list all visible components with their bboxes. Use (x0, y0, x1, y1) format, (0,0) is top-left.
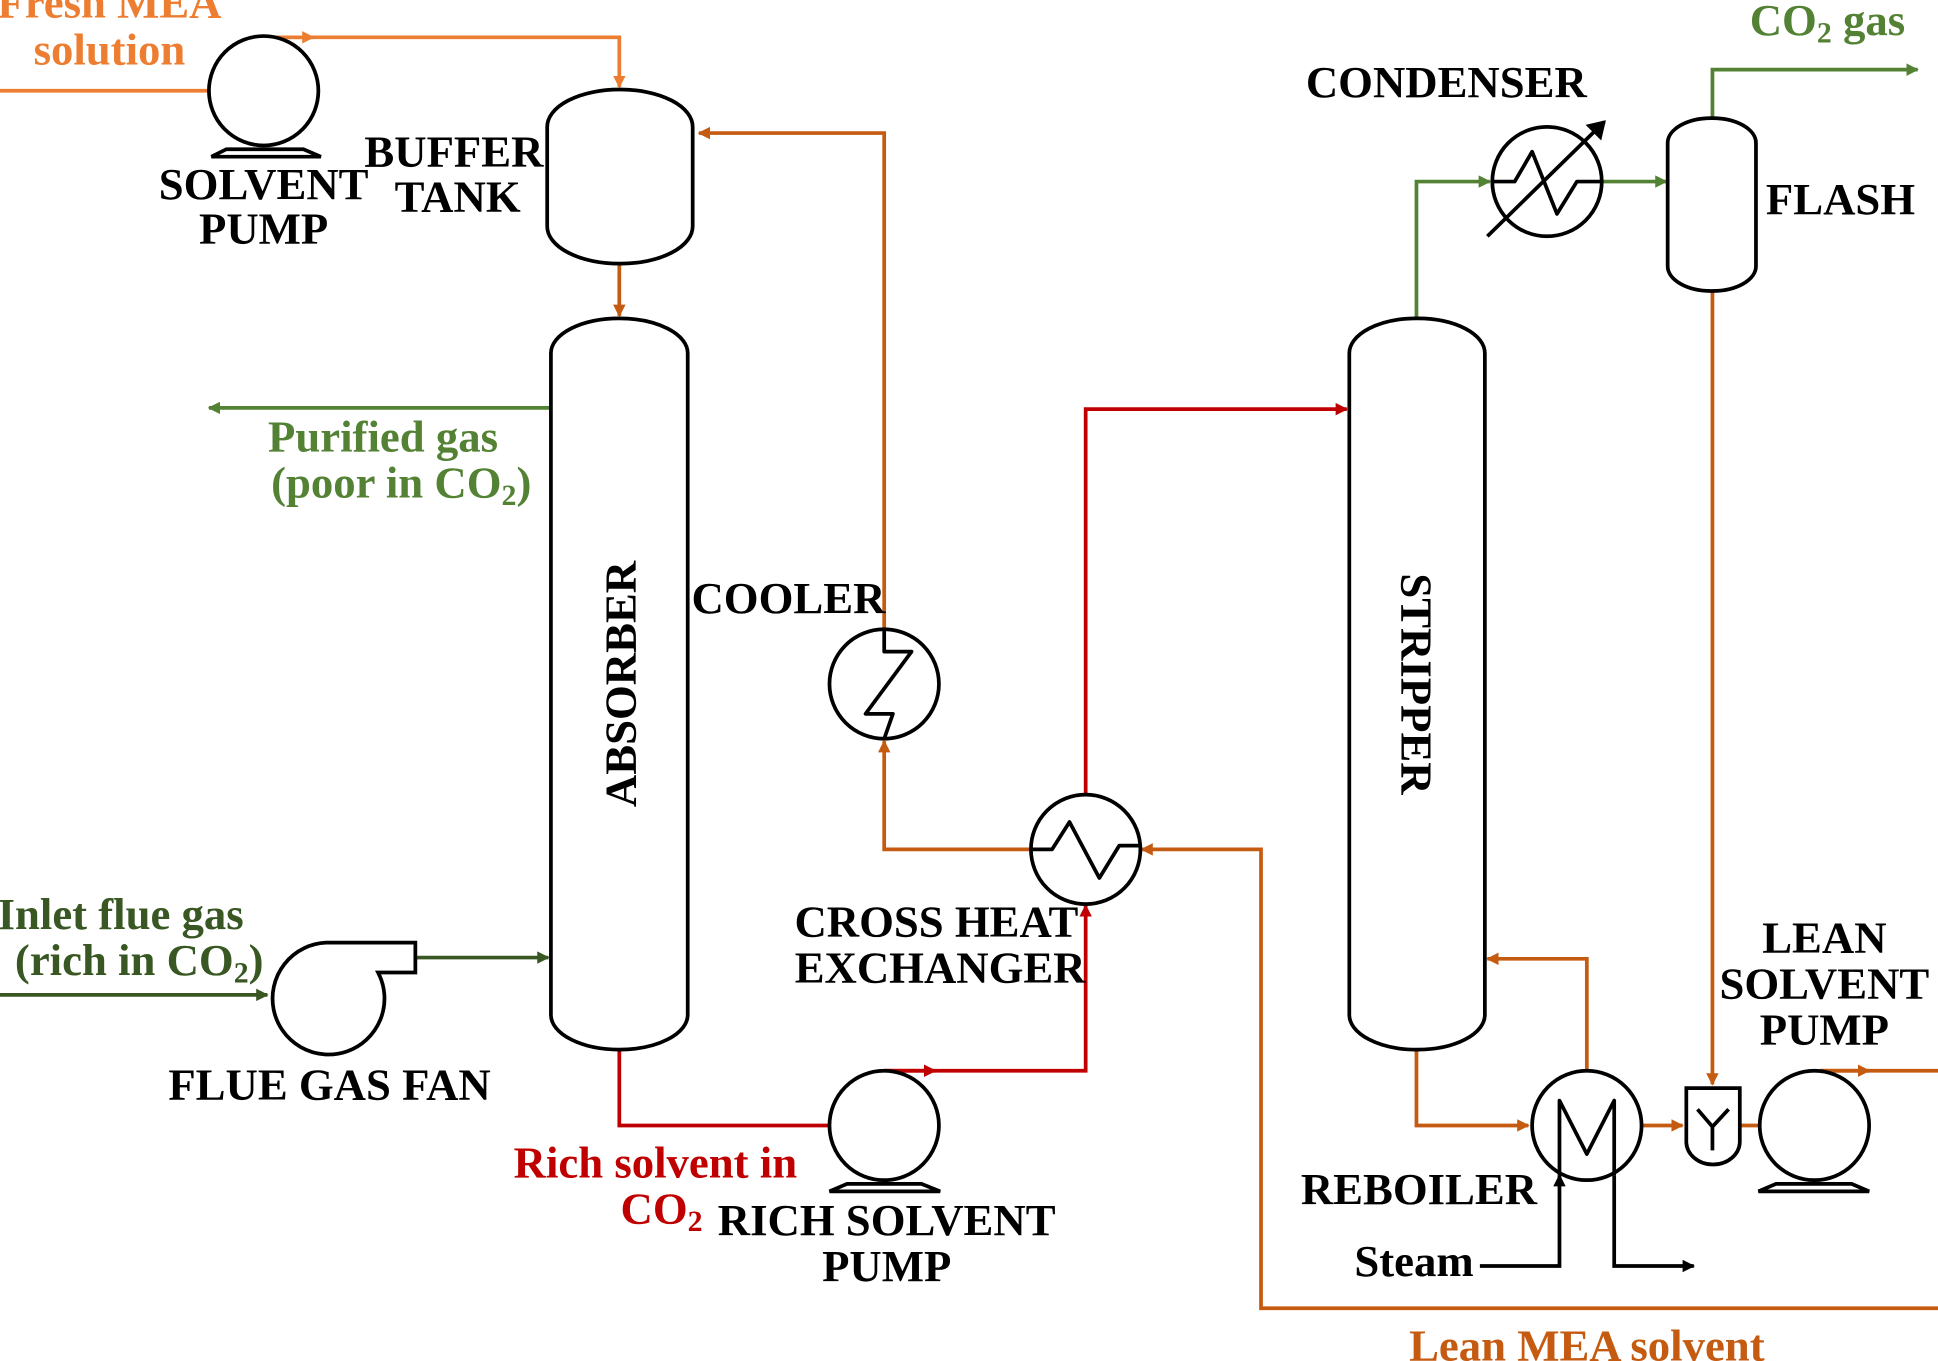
rich-solvent-label-line1: Rich solvent in (514, 1138, 798, 1188)
steam-in-line (1479, 1173, 1566, 1268)
flue-gas-fan (270, 940, 418, 1057)
stripper-to-condenser-line (1414, 175, 1492, 318)
reboiler-to-stripper-line (1486, 952, 1589, 1071)
rich-solvent-pump-label-line1: RICH SOLVENT (718, 1195, 1056, 1245)
cooler (827, 627, 941, 741)
condenser-label: CONDENSER (1306, 57, 1588, 107)
rich-solvent-pump-label-line2: PUMP (822, 1241, 951, 1291)
cooler-to-buffer-line (697, 126, 887, 630)
co2-gas-label: CO2 gas (1750, 0, 1905, 49)
purified-gas-label-line2: (poor in CO2) (271, 457, 531, 511)
lean-solvent-pump-label-line3: PUMP (1760, 1005, 1889, 1055)
stripper-column (1347, 316, 1487, 1052)
solvent-pump-to-buffer-line (267, 35, 626, 89)
solvent-pump-label-line2: PUMP (199, 204, 328, 254)
lean-mea-solvent-label: Lean MEA solvent (1409, 1320, 1765, 1361)
cooler-label: COOLER (691, 573, 886, 623)
buffer-tank-label-line2: TANK (395, 171, 521, 221)
inlet-flue-gas-label-line1: Inlet flue gas (0, 889, 244, 939)
stripper-to-reboiler-line (1414, 1048, 1530, 1132)
cross-heat-exchanger (1029, 792, 1143, 906)
inlet-flue-gas-label-line2: (rich in CO2) (15, 935, 264, 989)
co2-gas-out-line (1710, 63, 1919, 119)
mixer (1684, 1086, 1742, 1167)
rich-solvent-pump (827, 1068, 941, 1194)
cross-heat-exchanger-label-line2: EXCHANGER (795, 942, 1087, 992)
buffer-tank-label-line1: BUFFER (364, 127, 544, 177)
lean-solvent-pump (1757, 1068, 1871, 1194)
lean-mea-return-line (1140, 843, 1938, 1311)
flash-drum (1665, 116, 1758, 293)
crosshx-to-cooler-line (877, 739, 1031, 852)
buffer-tank (545, 87, 695, 266)
lean-solvent-pump-label-line1: LEAN (1762, 913, 1886, 963)
solvent-pump-label-line1: SOLVENT (159, 159, 369, 209)
purified-gas-label-line1: Purified gas (268, 411, 498, 461)
steam-label: Steam (1354, 1236, 1473, 1286)
flash-label: FLASH (1766, 174, 1915, 224)
fresh-mea-label-line2: solution (34, 25, 186, 75)
absorber-bottom-to-rich-pump-line (617, 1050, 882, 1132)
absorber-column (549, 316, 690, 1052)
lean-solvent-pump-label-line2: SOLVENT (1719, 959, 1929, 1009)
stripper-label: STRIPPER (1392, 573, 1442, 795)
condenser (1486, 120, 1606, 239)
fresh-mea-label-line1: Fresh MEA (0, 0, 222, 27)
absorber-label: ABSORBER (595, 560, 645, 807)
reboiler-label: REBOILER (1301, 1164, 1538, 1214)
crosshx-to-stripper-line (1083, 402, 1349, 794)
rich-solvent-label-line2: CO2 (621, 1184, 703, 1238)
cross-heat-exchanger-label-line1: CROSS HEAT (794, 896, 1078, 946)
rich-pump-to-crosshx-line (884, 904, 1092, 1073)
solvent-pump (207, 34, 322, 159)
steam-out-line (1612, 1175, 1696, 1273)
flue-gas-fan-label: FLUE GAS FAN (168, 1059, 490, 1109)
reboiler (1530, 1068, 1644, 1183)
